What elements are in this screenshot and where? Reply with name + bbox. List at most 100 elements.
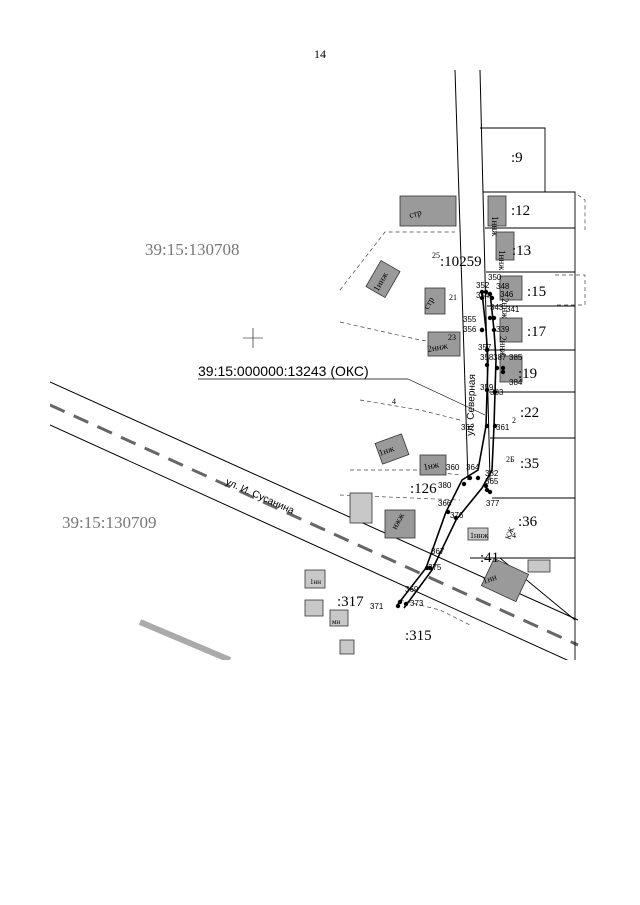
building-label: 2ннж (498, 336, 508, 357)
parcel-label: :317 (337, 594, 364, 610)
building (329, 609, 349, 627)
boundary-point-label: 380 (438, 481, 452, 490)
parcel-label: :13 (512, 243, 531, 259)
building (480, 557, 530, 603)
quarter-label-130708: 39:15:130708 (145, 240, 239, 259)
boundary-point-marker (484, 347, 490, 353)
boundary-point-label: 341 (506, 305, 520, 314)
boundary-point-label: 364 (466, 463, 480, 472)
building-label: 1ннж (497, 250, 507, 271)
buildings (304, 195, 551, 655)
boundary-point-label: 339 (496, 325, 510, 334)
boundary-point-label: 354 (476, 291, 490, 300)
building (499, 275, 523, 301)
parcel-label: :10259 (440, 254, 482, 270)
house-number: 2Б (506, 455, 515, 464)
boundary-point-label: 352 (476, 281, 490, 290)
parcel-label: :126 (410, 481, 437, 497)
house-number: 23 (448, 333, 456, 342)
boundary-point-marker (491, 315, 497, 321)
building-label: 1нн (481, 572, 498, 586)
boundary-point-marker (483, 483, 489, 489)
parcel-label: :15 (527, 284, 546, 300)
boundary-point-label: 385 (509, 353, 523, 362)
boundary-point-label: 343 (490, 303, 504, 312)
building-label: 2ннж (427, 340, 450, 354)
boundary-point-label: 358 (480, 353, 494, 362)
parcel-label: :36 (518, 514, 538, 530)
boundary-point-marker (475, 475, 481, 481)
building-label: стр (408, 207, 423, 220)
boundary-point-marker (483, 289, 489, 295)
page-number: 14 (314, 47, 326, 61)
boundary-point-label: 366 (438, 499, 452, 508)
boundary-point-marker (445, 509, 451, 515)
parcel-label: :315 (405, 628, 432, 644)
boundary-point-marker (489, 295, 495, 301)
boundary-point-label: 348 (496, 282, 510, 291)
boundary-point-marker (397, 599, 403, 605)
boundary-point-marker (484, 387, 490, 393)
building (499, 317, 523, 343)
boundary-point-label: 361 (496, 423, 510, 432)
street-label-susanina: ул. И. Сусанина (224, 477, 296, 517)
boundary-point-label: 371 (370, 602, 384, 611)
boundary-point-label: 376 (450, 511, 464, 520)
boundary-point-marker (484, 423, 490, 429)
boundary-point-marker (492, 423, 498, 429)
parcel-label: :9 (511, 150, 523, 166)
boundary-point-marker (479, 289, 485, 295)
building (467, 527, 489, 541)
building (304, 599, 324, 617)
house-number: 4 (512, 531, 516, 540)
boundary-point-marker (424, 565, 430, 571)
boundary-point-marker (461, 481, 467, 487)
boundary-point-marker (487, 291, 493, 297)
building (427, 331, 461, 357)
building (384, 509, 416, 539)
boundary-point-label: 350 (488, 273, 502, 282)
boundary-point-marker (491, 327, 497, 333)
road-severnaya (454, 69, 491, 481)
boundary-point-marker (484, 362, 490, 368)
boundary-point-label: 373 (410, 599, 424, 608)
boundary-point-label: 383 (490, 388, 504, 397)
boundary-point-label: 377 (486, 499, 500, 508)
boundary-point-marker (487, 315, 493, 321)
boundary-point-marker (487, 489, 493, 495)
building-label: мн (332, 618, 340, 626)
building (374, 433, 410, 465)
building (399, 195, 457, 227)
building-label: 1ннж (490, 216, 500, 237)
boundary-point-label: 369 (405, 585, 419, 594)
boundary-point-label: 382 (485, 469, 499, 478)
parcel-label: :19 (518, 366, 537, 382)
object-label: 39:15:000000:13243 (ОКС) (198, 363, 369, 379)
street-label-severnaya: ул. Северная (465, 374, 478, 436)
building-label: КЖ (503, 525, 516, 541)
building-label: 2ннж (500, 298, 510, 319)
boundary-point-marker (500, 365, 506, 371)
boundary-point-label: 367 (431, 547, 445, 556)
boundary-point-marker (492, 389, 498, 395)
object-route (397, 291, 497, 609)
boundary-point-marker (467, 475, 473, 481)
house-number: 25 (432, 251, 440, 260)
building (339, 639, 355, 655)
boundary-point-label: 355 (463, 315, 477, 324)
building (499, 355, 523, 383)
parcel-labels: :9:12:13:10259:15:17:19:22:35:126:36:41:… (337, 150, 547, 644)
parcel-label: :17 (527, 324, 547, 340)
parcel-label: :41 (480, 550, 499, 566)
boundary-point-marker (403, 601, 409, 607)
boundary-point-marker (453, 515, 459, 521)
boundary-point-marker (479, 327, 485, 333)
quarter-label-130709: 39:15:130709 (62, 513, 156, 532)
building-label: 1нн (310, 578, 321, 586)
boundary-point-label: 375 (428, 563, 442, 572)
boundary-point-marker (494, 365, 500, 371)
